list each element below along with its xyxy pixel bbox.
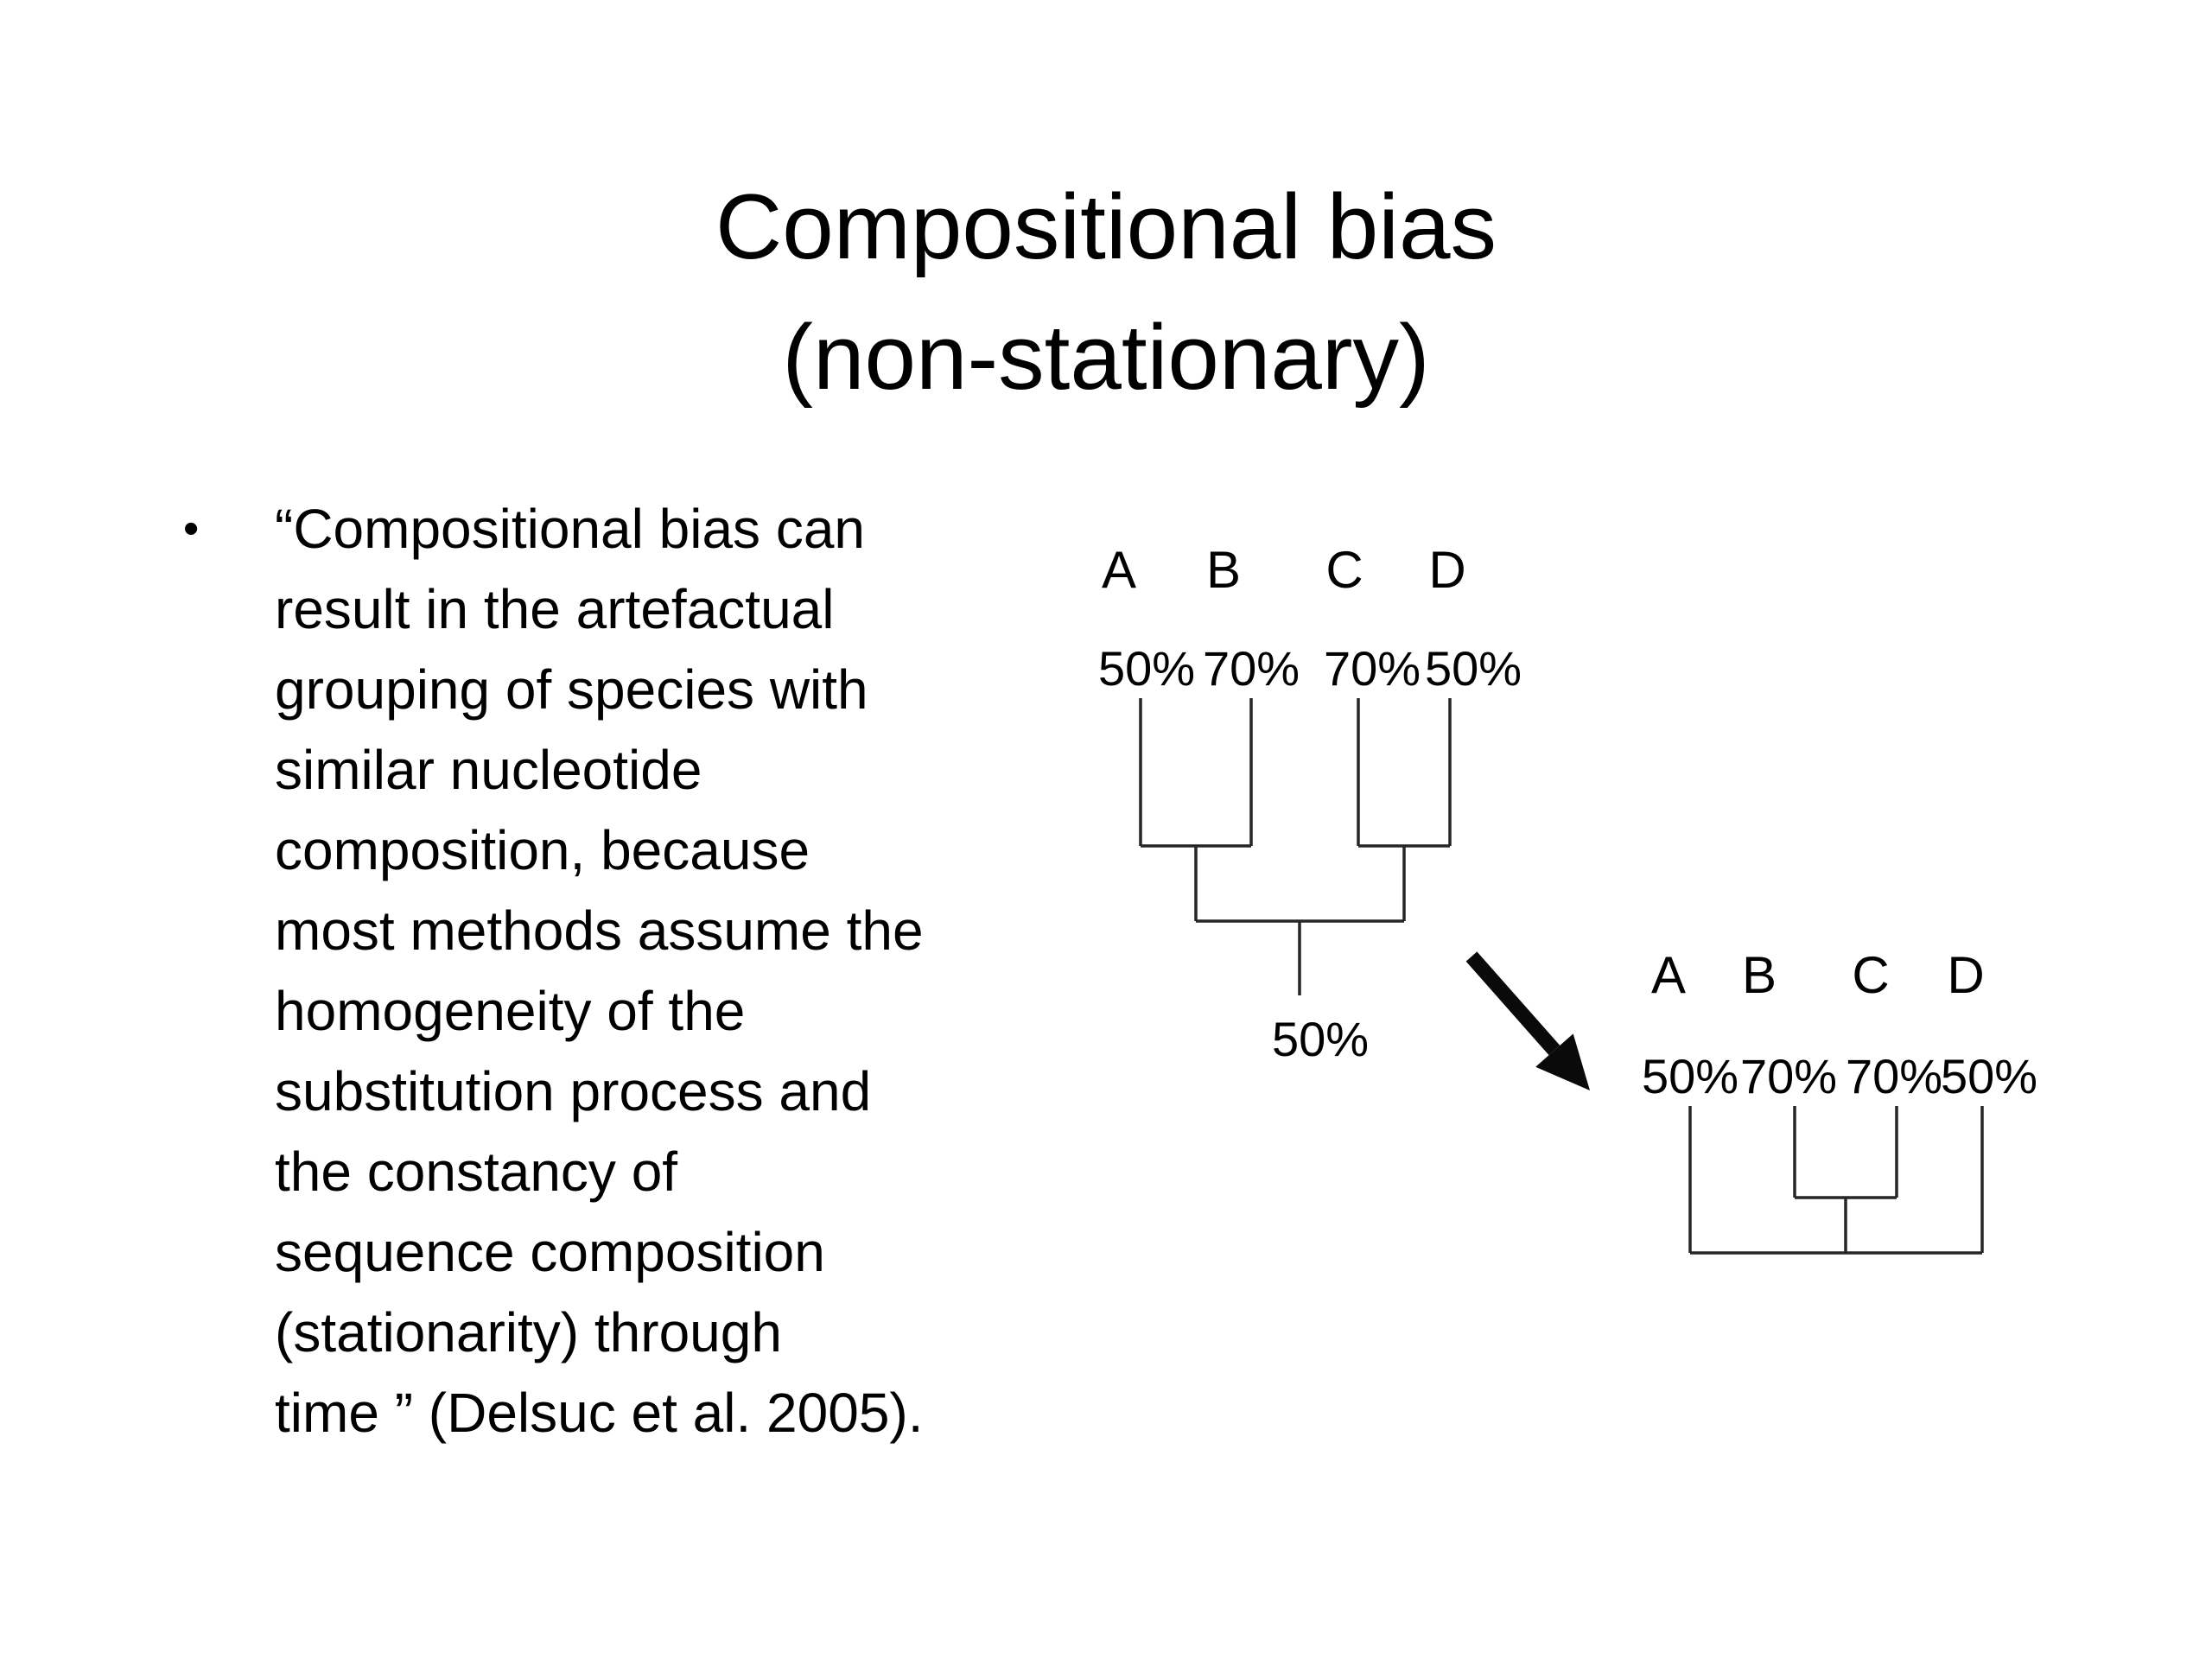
taxon-label: C (1852, 946, 1889, 1004)
support-label: 50% (1941, 1049, 2037, 1103)
support-label: 50% (1642, 1049, 1738, 1103)
transform-arrow-head (1535, 1033, 1590, 1090)
support-label: 50% (1098, 641, 1195, 696)
taxon-label: A (1102, 541, 1136, 599)
bullet-quote-text: “Compositional bias can result in the ar… (275, 498, 924, 1444)
support-label: 70% (1324, 641, 1421, 696)
taxon-label: B (1742, 946, 1777, 1004)
taxon-label: C (1325, 541, 1363, 599)
support-label: 50% (1425, 641, 1522, 696)
root-support-label: 50% (1272, 1012, 1369, 1066)
taxon-label: D (1428, 541, 1465, 599)
slide-title: Compositional bias (non-stationary) (715, 175, 1497, 409)
taxon-label: D (1947, 946, 1984, 1004)
transform-arrow-shaft (1465, 951, 1560, 1056)
taxon-label: B (1206, 541, 1241, 599)
bullet-marker: • (183, 504, 200, 554)
support-label: 70% (1740, 1049, 1837, 1103)
support-label: 70% (1203, 641, 1300, 696)
support-label: 70% (1846, 1049, 1942, 1103)
taxon-label: A (1651, 946, 1686, 1004)
